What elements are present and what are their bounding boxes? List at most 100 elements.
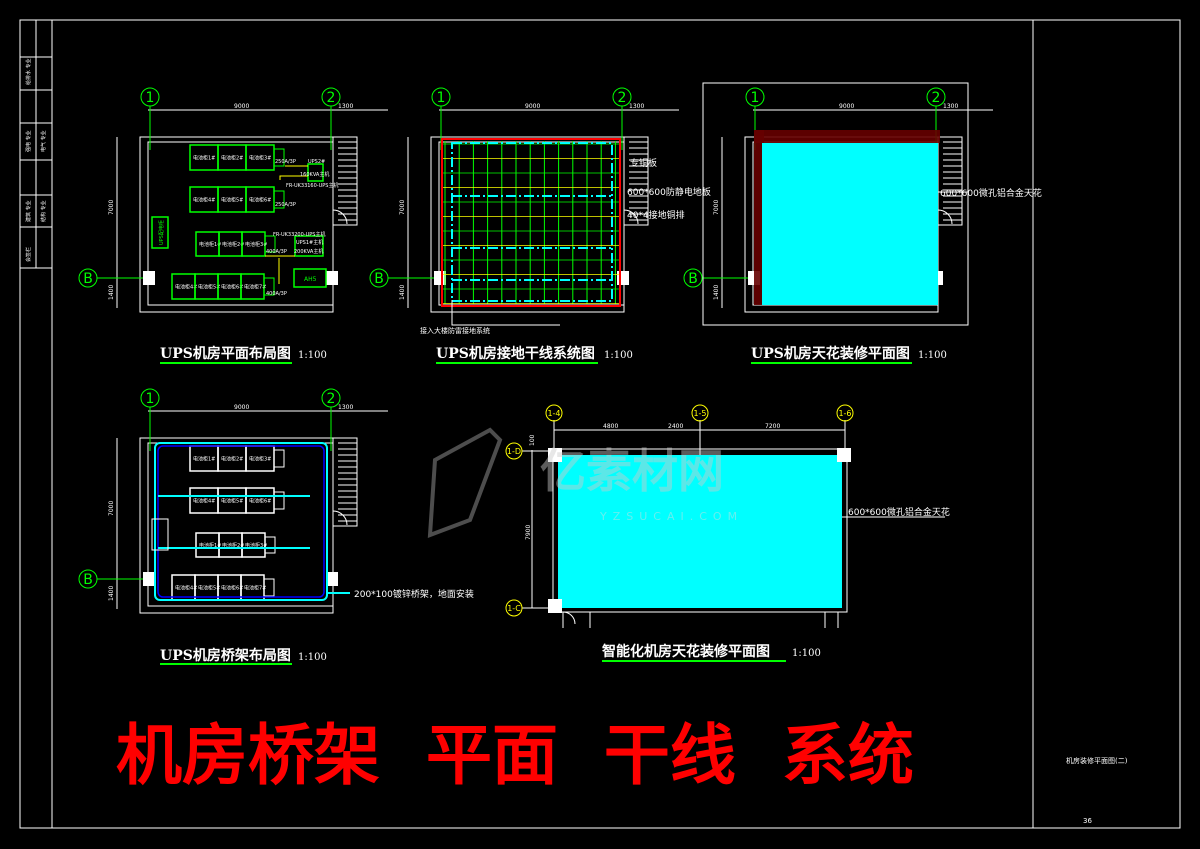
column <box>617 271 629 285</box>
plan2-title: UPS机房接地干线系统图 <box>436 345 595 362</box>
axis-label-b: B <box>83 271 93 287</box>
plan4-scale: 1:100 <box>298 652 327 663</box>
axis-label-2: 2 <box>327 391 336 407</box>
dim-depth: 7000 <box>108 501 115 516</box>
axis-label-b: B <box>688 271 698 287</box>
breaker-label: 250A/3P <box>275 159 296 165</box>
battery-label: 电池柜7# <box>244 585 266 592</box>
dim-side: 1300 <box>338 404 353 411</box>
ceiling-label: 600*600微孔铝合金天花 <box>848 506 950 518</box>
battery-label: 电池柜6# <box>221 284 243 291</box>
block-label: 结构 专业 <box>40 200 47 222</box>
switch-cabinet <box>273 449 285 468</box>
dim-width: 9000 <box>525 103 540 110</box>
battery-label: 电池柜4# <box>175 284 197 291</box>
grounding-grid: 专铜板 600*600防静电地板 40*4接地铜排 接入大楼防雷接地系统 <box>420 138 711 335</box>
battery-label: 电池柜2# <box>221 456 243 463</box>
watermark-url: YZSUCAI.COM <box>599 510 743 523</box>
ups-equipment: 电池柜1#电池柜2#电池柜3#电池柜4#电池柜5#电池柜6#电池柜1#电池柜2#… <box>151 144 338 300</box>
battery-label: 电池柜4# <box>193 498 215 505</box>
axis-bubble <box>612 87 632 107</box>
dim-width: 9000 <box>234 404 249 411</box>
block-label: 电气 专业 <box>40 130 47 152</box>
dim-7200: 7200 <box>765 423 780 430</box>
axis-1-c: 1-C <box>507 604 521 613</box>
ups1-model: FR-UK33200-UPS主机 <box>273 231 325 238</box>
room-outer-wall <box>430 136 625 313</box>
plan3-title: UPS机房天花装修平面图 <box>751 345 910 362</box>
dim-bottom: 1400 <box>108 285 115 300</box>
cabinet-ah5 <box>293 268 327 288</box>
battery-label: 电池柜5# <box>221 197 243 204</box>
plan5-scale: 1:100 <box>792 648 821 659</box>
axis-bubble <box>683 268 703 288</box>
left-title-block: 给排水 专业 强电 专业 电气 专业 建筑 专业 结构 专业 会签栏 <box>25 58 47 262</box>
ups2-capacity: 160KVA主机 <box>300 171 329 178</box>
stair <box>332 136 358 226</box>
column <box>143 271 155 285</box>
page-number: 36 <box>1083 817 1092 825</box>
stair <box>623 136 649 226</box>
plan-titles: UPS机房平面布局图 1:100 UPS机房接地干线系统图 1:100 UPS机… <box>160 345 947 665</box>
battery-label: 电池柜6# <box>221 585 243 592</box>
axis-bubble <box>140 388 160 408</box>
tray-label: 200*100镀锌桥架，地面安装 <box>354 588 474 600</box>
busbar-label: 40*4接地铜排 <box>627 209 685 221</box>
breaker-label: 400A/3P <box>266 291 287 297</box>
column <box>326 271 338 285</box>
column <box>143 572 155 586</box>
battery-label: 电池柜2# <box>222 542 244 549</box>
battery-label: 电池柜4# <box>193 197 215 204</box>
axis-1-4: 1-4 <box>547 409 560 418</box>
battery-label: 电池柜5# <box>221 498 243 505</box>
battery-label: 电池柜1# <box>193 155 215 162</box>
axis-bubble <box>926 87 946 107</box>
watermark: 亿素材网 YZSUCAI.COM <box>427 427 743 538</box>
ups1-unit <box>294 235 324 257</box>
cabinet-label: AH5 <box>304 276 317 283</box>
axis-bubble <box>321 388 341 408</box>
plan5-title: 智能化机房天花装修平面图 <box>601 643 770 660</box>
plan1-title: UPS机房平面布局图 <box>160 345 291 362</box>
axis-label-1: 1 <box>146 90 155 106</box>
door-swing <box>937 209 953 225</box>
block-label: 强电 专业 <box>25 130 32 152</box>
plan1-scale: 1:100 <box>298 350 327 361</box>
battery-label: 电池柜6# <box>249 197 271 204</box>
dim-bottom: 1400 <box>713 285 720 300</box>
battery-label: 电池柜1# <box>193 456 215 463</box>
axis-bubble <box>431 87 451 107</box>
floor-label: 600*600防静电地板 <box>627 186 711 198</box>
switch-cabinet <box>263 277 275 296</box>
dim-2400: 2400 <box>668 423 683 430</box>
dim-width: 9000 <box>234 103 249 110</box>
axis-label-2: 2 <box>932 90 941 106</box>
axis-label-1: 1 <box>146 391 155 407</box>
dim-depth: 7000 <box>399 200 406 215</box>
switch-cabinet <box>273 491 285 510</box>
battery-label: 电池柜3# <box>249 456 271 463</box>
axis-bubble <box>321 87 341 107</box>
column <box>434 271 446 285</box>
door-swing <box>332 209 348 225</box>
block-label: 给排水 专业 <box>25 58 32 85</box>
ceiling-label: 600*600微孔铝合金天花 <box>940 187 1042 199</box>
axis-1-5: 1-5 <box>693 409 706 418</box>
battery-label: 电池柜5# <box>198 284 220 291</box>
switch-cabinet <box>273 190 285 209</box>
ups1-capacity: 200KVA主机 <box>294 248 323 255</box>
axis-label-1: 1 <box>751 90 760 106</box>
block-label: 会签栏 <box>25 247 32 262</box>
plan2-scale: 1:100 <box>604 350 633 361</box>
axis-1-d: 1-D <box>507 447 521 456</box>
stair <box>332 437 358 527</box>
copper-plate-label: 专铜板 <box>630 157 657 169</box>
ups1-label: UPS1#主机 <box>296 239 323 246</box>
axis-label-b: B <box>374 271 384 287</box>
axis-label-1: 1 <box>437 90 446 106</box>
axis-bubble <box>745 87 765 107</box>
breaker-label: 250A/3P <box>275 202 296 208</box>
watermark-text: 亿素材网 <box>540 444 724 498</box>
ups2-unit <box>307 163 324 182</box>
